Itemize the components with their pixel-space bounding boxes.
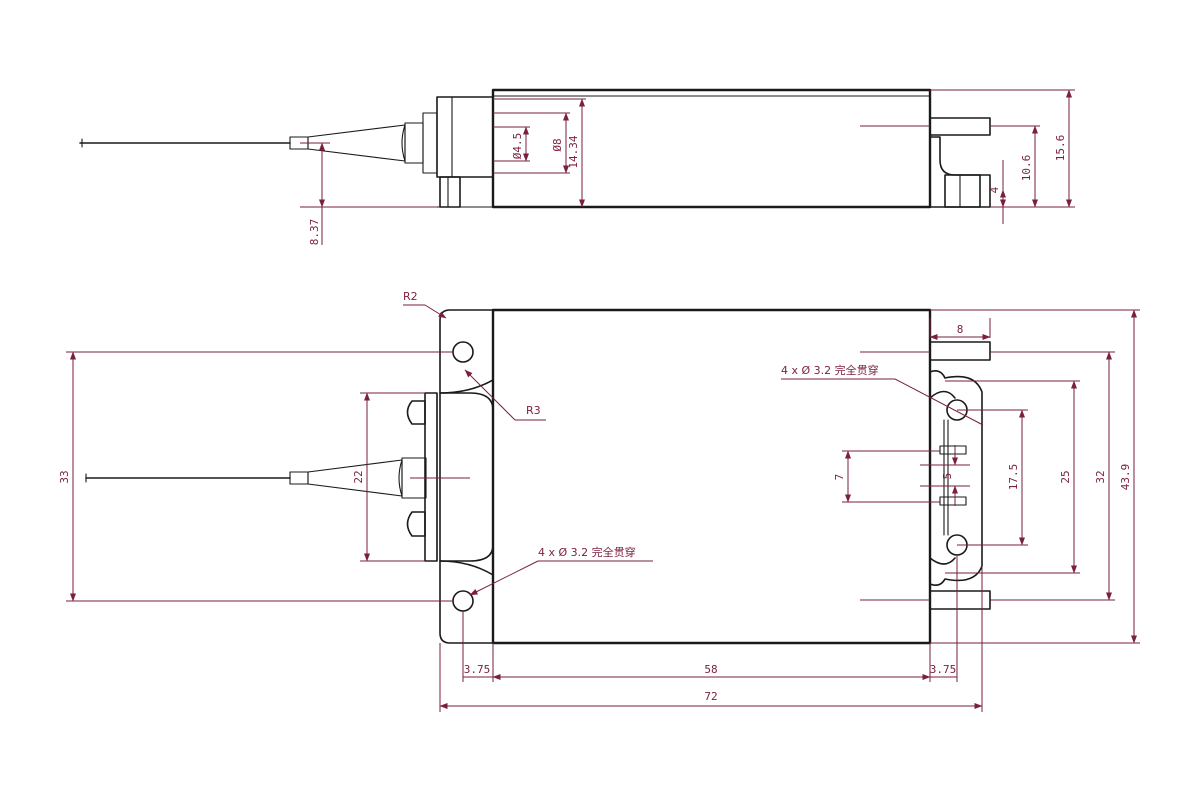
dim-22: 22 xyxy=(352,470,365,483)
mount-hole-left-bottom xyxy=(452,590,474,612)
dim-4: 4 xyxy=(988,186,1001,193)
hole-note-right: 4 x Ø 3.2 完全贯穿 xyxy=(781,363,879,377)
pin-lower xyxy=(929,590,991,610)
lead-upper xyxy=(939,445,967,455)
dim-33: 33 xyxy=(58,470,71,483)
dim-8: 8 xyxy=(957,323,964,336)
dim-17-5: 17.5 xyxy=(1007,464,1020,491)
top-view: R2 R3 4 x Ø 3.2 完全贯穿 4 x Ø 3.2 完全贯穿 8 7 … xyxy=(58,290,1140,712)
dim-15-6: 15.6 xyxy=(1054,135,1067,162)
mount-hole-left-top xyxy=(452,341,474,363)
hole-note-left: 4 x Ø 3.2 完全贯穿 xyxy=(538,545,636,559)
connector-block-top xyxy=(424,392,438,562)
front-boss xyxy=(436,96,494,178)
dim-3-75-right: 3.75 xyxy=(930,663,957,676)
flange-lower xyxy=(439,560,494,644)
dim-7: 7 xyxy=(833,474,846,481)
pin-upper xyxy=(929,341,991,361)
dim-10-6: 10.6 xyxy=(1020,155,1033,182)
dim-43-9: 43.9 xyxy=(1119,464,1132,491)
dim-14-34: 14.34 xyxy=(567,135,580,168)
dim-d8: Ø8 xyxy=(551,138,564,151)
lead-lower xyxy=(939,496,967,506)
dim-32: 32 xyxy=(1094,470,1107,483)
rear-pin-bottom xyxy=(944,174,981,208)
rear-tab xyxy=(929,89,991,208)
rear-pin-top xyxy=(929,117,991,136)
label-r2: R2 xyxy=(403,290,418,303)
front-foot xyxy=(439,176,461,208)
dim-72: 72 xyxy=(704,690,717,703)
dim-25: 25 xyxy=(1059,470,1072,483)
main-body-top xyxy=(491,308,932,645)
dim-8-37: 8.37 xyxy=(308,219,321,246)
dim-3-75-left: 3.75 xyxy=(464,663,491,676)
flange-center xyxy=(439,392,494,562)
dim-5: 5 xyxy=(941,473,954,480)
screw-upper xyxy=(406,400,426,425)
dim-58: 58 xyxy=(704,663,717,676)
dim-d4-5: Ø4.5 xyxy=(511,133,524,160)
screw-lower xyxy=(406,511,426,537)
label-r3: R3 xyxy=(526,404,541,417)
connector-flange xyxy=(422,112,438,174)
connector-nut xyxy=(404,122,424,164)
side-view: Ø4.5 Ø8 14.34 8.37 15.6 10.6 4 xyxy=(79,88,1075,246)
